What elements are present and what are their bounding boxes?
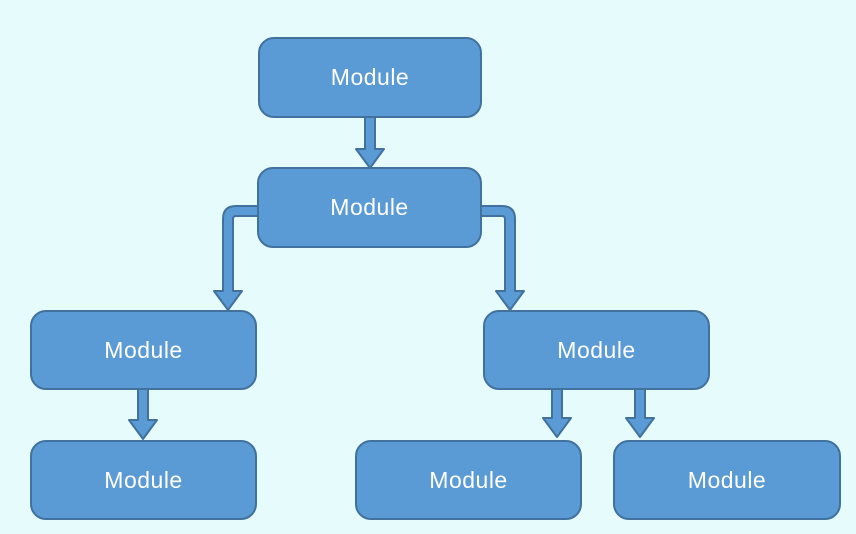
arrow-module4-to-module6 <box>542 387 572 438</box>
diagram-node-module-6: Module <box>355 440 582 520</box>
diagram-node-module-3: Module <box>30 310 257 390</box>
node-label: Module <box>429 466 508 493</box>
arrow-module4-to-module7 <box>625 387 655 438</box>
node-label: Module <box>687 466 767 493</box>
diagram-node-module-2: Module <box>257 167 482 248</box>
arrow-module3-to-module5 <box>128 387 158 440</box>
node-label: Module <box>330 64 410 90</box>
node-label: Module <box>330 194 409 220</box>
arrow-module2-to-module4 <box>480 205 525 311</box>
arrow-module2-to-module3 <box>213 205 260 311</box>
diagram-node-module-1: Module <box>258 37 482 118</box>
arrow-module1-to-module2 <box>355 115 385 169</box>
node-label: Module <box>104 336 183 363</box>
diagram-node-module-5: Module <box>30 440 257 520</box>
node-label: Module <box>104 466 183 493</box>
node-label: Module <box>557 336 636 363</box>
diagram-node-module-4: Module <box>483 310 710 390</box>
diagram-node-module-7: Module <box>613 440 841 520</box>
